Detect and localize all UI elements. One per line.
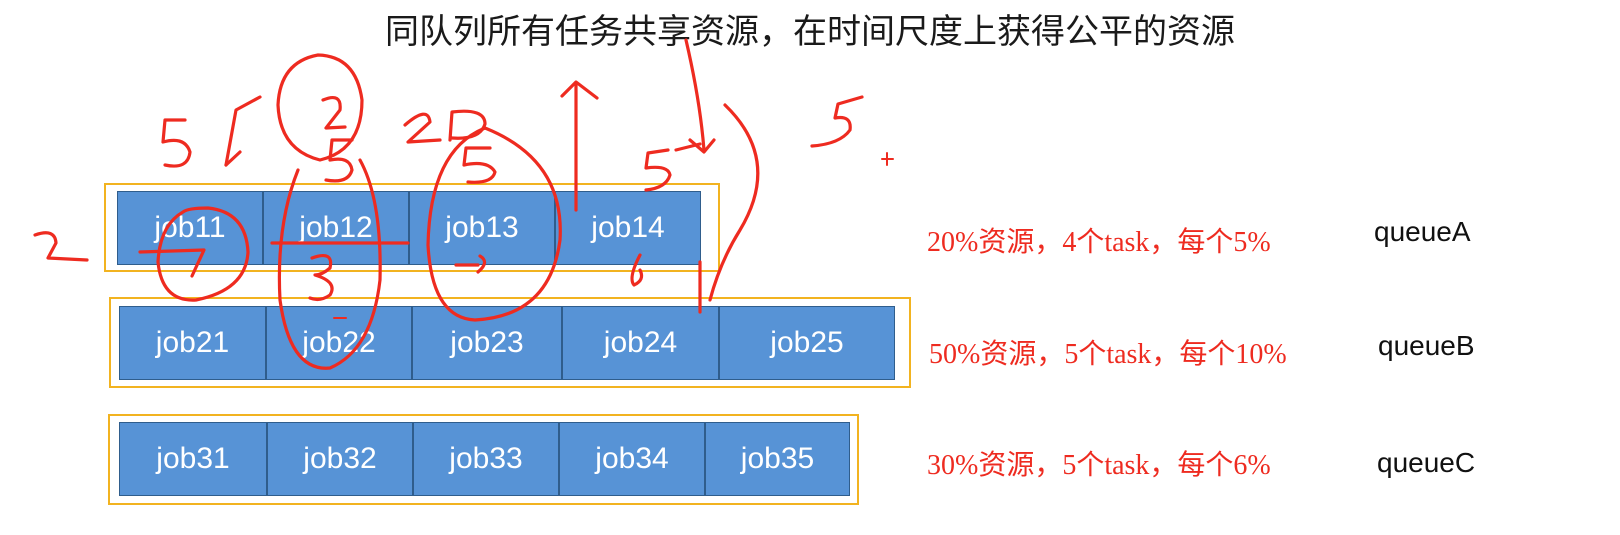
scribble-2 bbox=[321, 96, 347, 130]
scribble-2 bbox=[33, 231, 89, 262]
job-box: job35 bbox=[705, 422, 850, 496]
queue-b-description: 50%资源，5个task，每个10% bbox=[929, 339, 1287, 370]
job-box: job34 bbox=[559, 422, 705, 496]
queue-a-name: queueA bbox=[1374, 216, 1471, 247]
scribble-p bbox=[448, 109, 487, 142]
arrow-stroke bbox=[688, 138, 716, 154]
job-box: job24 bbox=[562, 306, 719, 380]
arrow-stroke bbox=[560, 80, 599, 100]
job-box: job21 bbox=[119, 306, 266, 380]
scribble-5 bbox=[161, 118, 192, 168]
job-box: job14 bbox=[555, 191, 701, 265]
queue-c-frame bbox=[108, 414, 859, 505]
plus-stroke bbox=[881, 152, 894, 166]
job-box: job32 bbox=[267, 422, 413, 496]
job-box: job23 bbox=[412, 306, 562, 380]
arrow-stroke bbox=[684, 38, 706, 152]
queue-c-name: queueC bbox=[1377, 447, 1476, 478]
scribble-5 bbox=[810, 95, 864, 148]
arrow-stroke bbox=[224, 95, 262, 167]
ellipse-stroke bbox=[276, 53, 364, 162]
job-box: job33 bbox=[413, 422, 559, 496]
scribble-stroke bbox=[674, 142, 702, 152]
queue-b-name: queueB bbox=[1378, 330, 1475, 361]
job-box: job13 bbox=[409, 191, 555, 265]
scribble-5 bbox=[462, 146, 497, 184]
queue-c-description: 30%资源，5个task，每个6% bbox=[927, 450, 1271, 481]
queue-a-description: 20%资源，4个task，每个5% bbox=[927, 227, 1271, 258]
job-box: job22 bbox=[266, 306, 412, 380]
scribble-2 bbox=[403, 112, 442, 144]
diagram-title: 同队列所有任务共享资源，在时间尺度上获得公平的资源 bbox=[385, 12, 1235, 52]
arrow-stroke bbox=[224, 150, 242, 167]
job-box: job31 bbox=[119, 422, 267, 496]
job-box: job11 bbox=[117, 191, 263, 265]
job-box: job12 bbox=[263, 191, 409, 265]
job-box: job25 bbox=[719, 306, 895, 380]
scribble-5 bbox=[324, 138, 354, 183]
